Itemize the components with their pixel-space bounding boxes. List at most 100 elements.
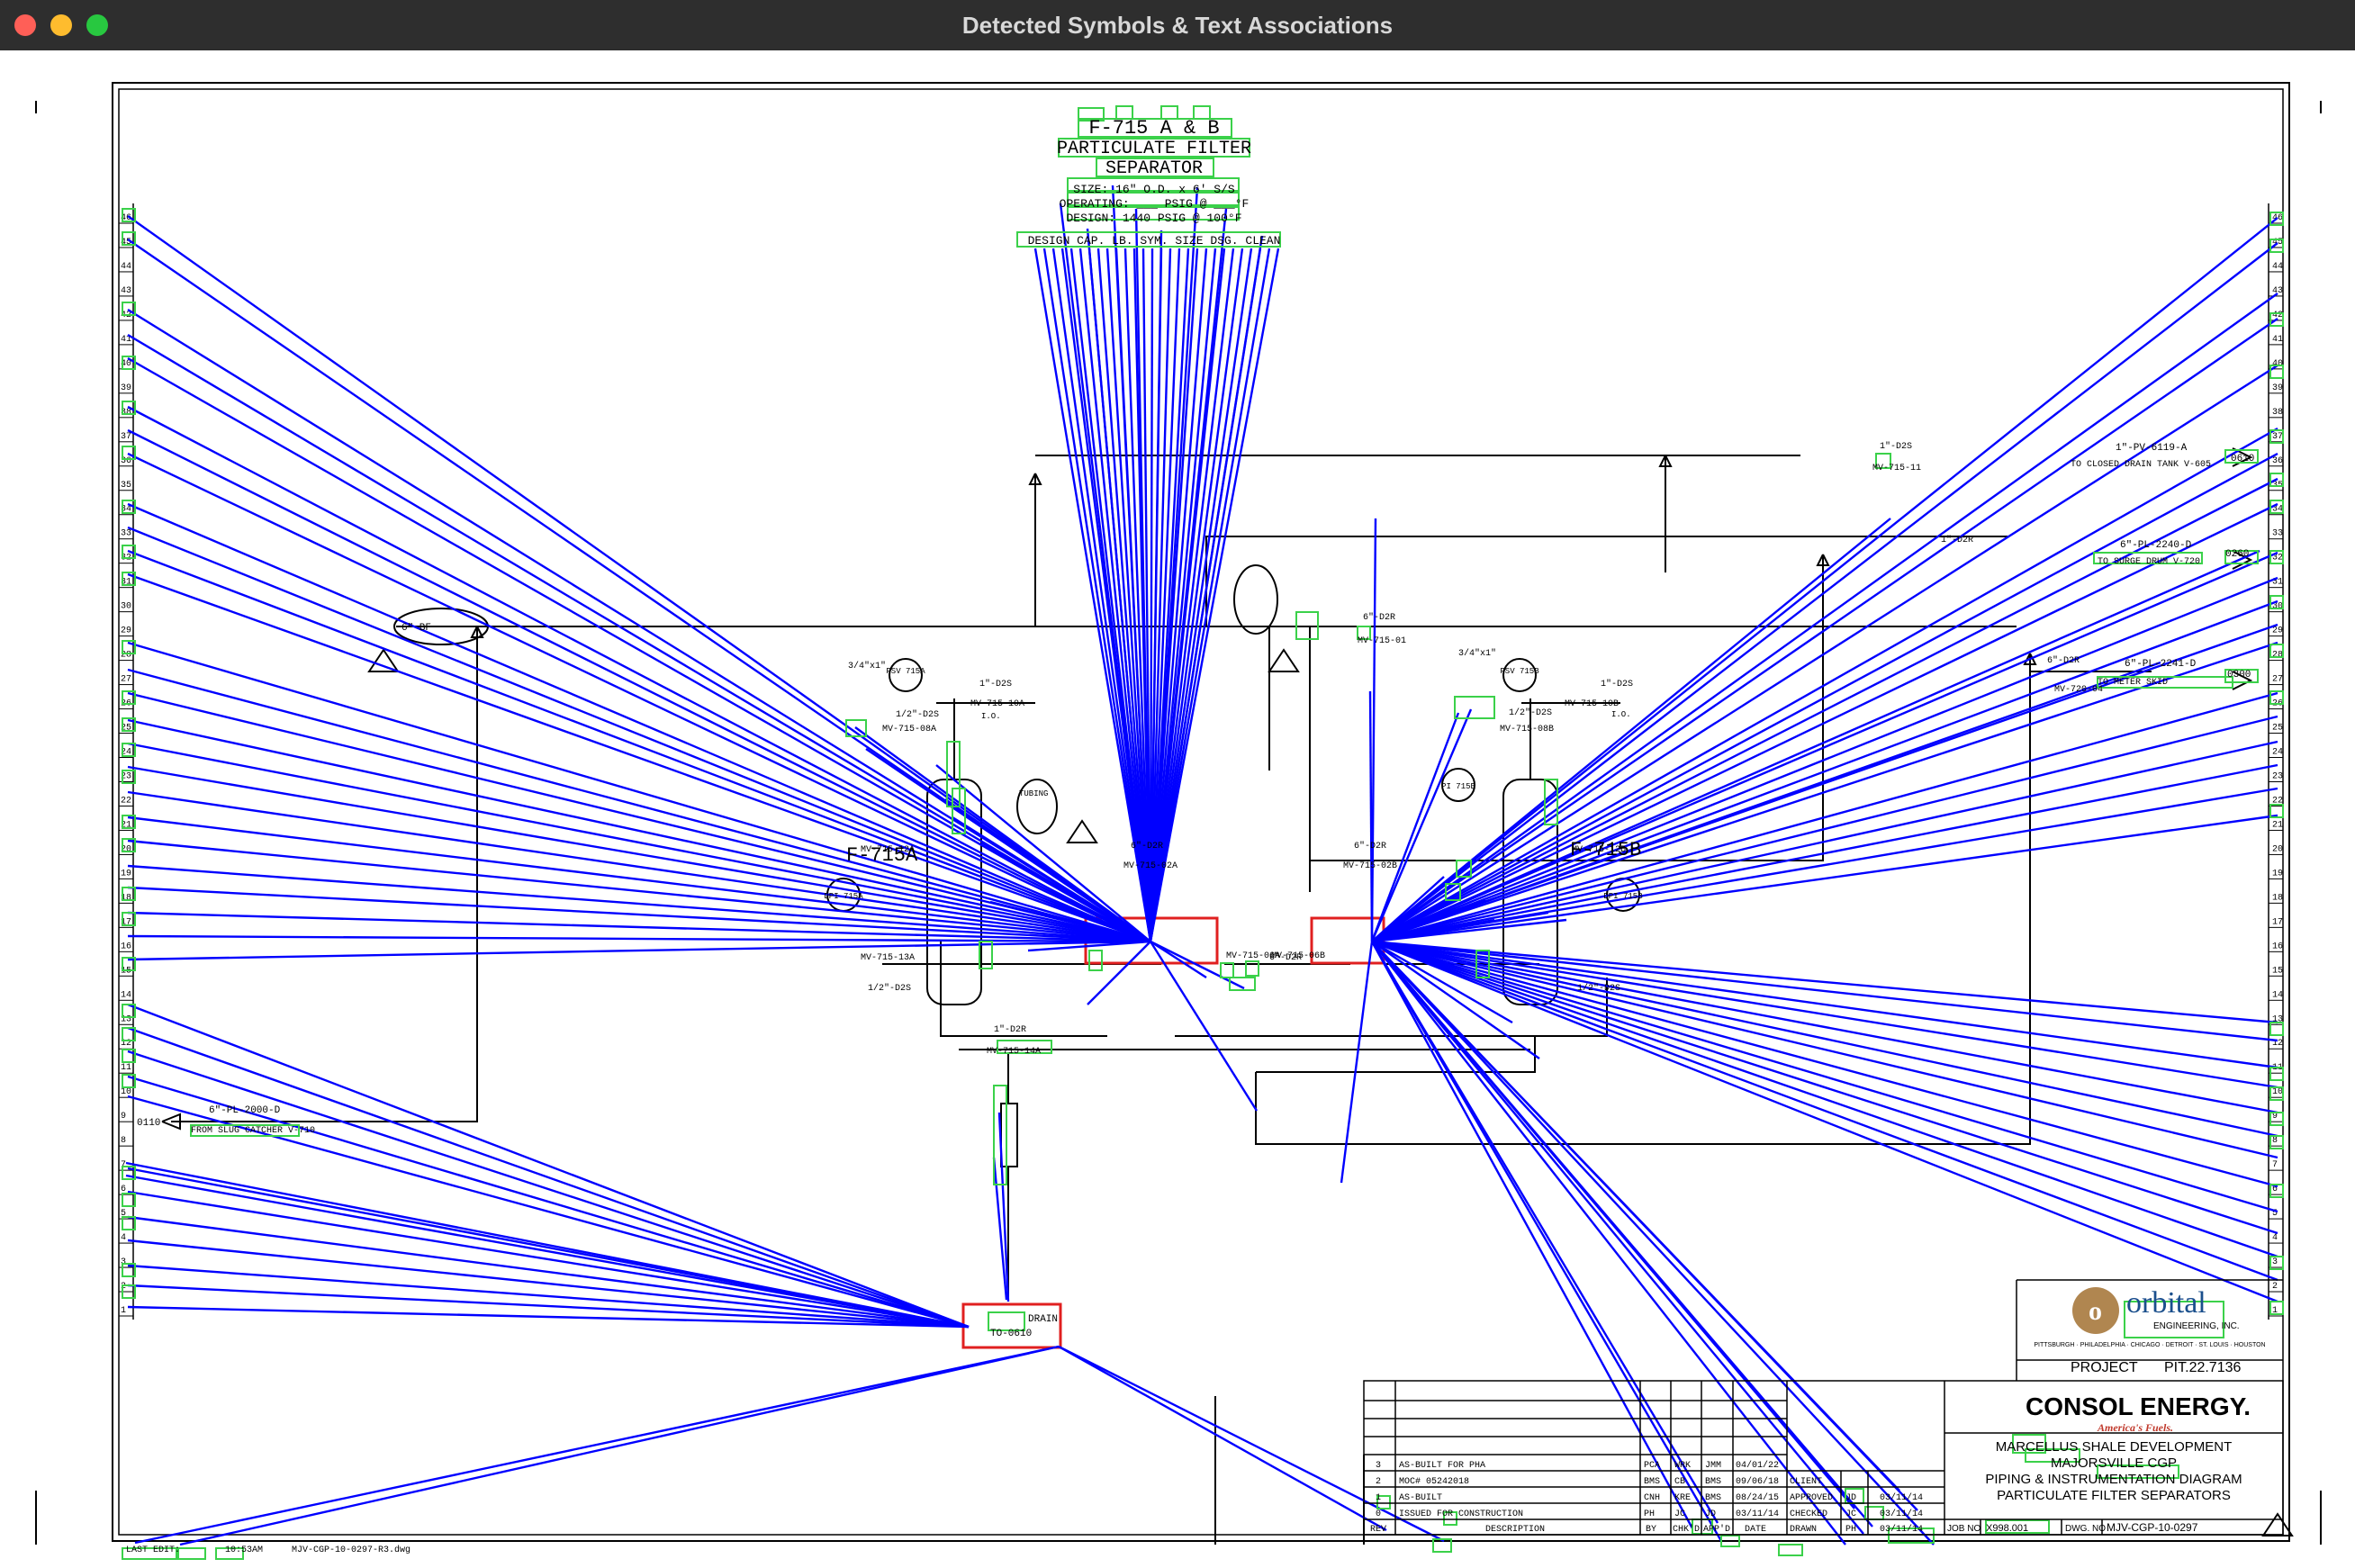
text-detection-box	[1454, 696, 1495, 719]
association-line	[1149, 248, 1154, 942]
association-line	[1123, 248, 1152, 942]
maximize-button[interactable]	[86, 14, 108, 36]
association-line	[127, 1050, 970, 1329]
text-detection-box	[2269, 1184, 2284, 1198]
valve-label-08a: MV-715-08A	[882, 725, 936, 734]
valve-label-02a: MV-715-02A	[1123, 861, 1178, 871]
association-line	[980, 841, 1151, 943]
svg-text:WRK: WRK	[1674, 1461, 1691, 1471]
text-detection-box	[122, 1193, 136, 1207]
valve-label-14a: MV-715-14A	[987, 1047, 1041, 1057]
close-button[interactable]	[14, 14, 36, 36]
row-number-left: 39	[121, 383, 131, 393]
text-detection-box	[2269, 429, 2284, 444]
association-line	[1058, 1345, 1387, 1532]
text-detection-box	[1985, 1519, 2050, 1534]
svg-text:PH: PH	[1845, 1525, 1856, 1535]
row-number-right: 29	[2272, 626, 2283, 636]
text-detection-box	[122, 302, 136, 316]
row-number-right: 23	[2272, 771, 2283, 781]
svg-text:3: 3	[1376, 1461, 1381, 1471]
association-line	[127, 718, 1151, 943]
row-number-right: 44	[2272, 262, 2283, 272]
association-line	[127, 572, 1151, 943]
row-number-left: 19	[121, 869, 131, 879]
text-detection-box	[1016, 231, 1281, 248]
association-line	[1371, 427, 2278, 943]
svg-text:CHECKED: CHECKED	[1790, 1509, 1827, 1519]
association-line	[127, 549, 1151, 943]
size-label-1in-a: 1"-D2S	[979, 679, 1012, 689]
text-detection-box	[2269, 312, 2284, 327]
association-line	[1368, 690, 1374, 942]
svg-text:BY: BY	[1646, 1525, 1656, 1535]
text-detection-box	[1067, 206, 1240, 221]
row-number-left: 43	[121, 286, 131, 296]
association-line	[127, 1215, 970, 1329]
valve-label-11: MV-715-11	[1872, 464, 1921, 473]
dpi-715a: DPI 715A	[824, 892, 863, 901]
association-line	[1371, 599, 2278, 943]
association-line	[1149, 248, 1181, 942]
text-detection-box	[122, 743, 136, 757]
svg-text:PH: PH	[1644, 1509, 1655, 1519]
valve-label-12b: MV-715-12B	[1572, 845, 1626, 855]
association-line	[1371, 477, 2278, 943]
association-line	[1096, 248, 1152, 942]
row-number-left: 10	[121, 1087, 131, 1097]
size-label-half-c: 1/2"-D2S	[868, 983, 911, 994]
association-line	[127, 742, 1151, 943]
row-number-left: 2	[121, 1282, 126, 1292]
association-line	[1371, 576, 2278, 943]
minimize-button[interactable]	[50, 14, 72, 36]
association-line	[1042, 248, 1152, 942]
text-detection-box	[2269, 239, 2284, 253]
association-line	[127, 641, 1151, 943]
text-detection-box	[1078, 107, 1105, 122]
text-detection-box	[122, 640, 136, 654]
svg-text:REV: REV	[1370, 1525, 1386, 1535]
association-line	[1149, 230, 1163, 942]
text-detection-boxes	[122, 105, 2284, 1560]
text-detection-box	[2269, 212, 2284, 226]
text-detection-box	[122, 838, 136, 852]
association-line	[1150, 940, 1245, 990]
text-detection-box	[122, 1216, 136, 1230]
row-number-right: 16	[2272, 942, 2283, 951]
association-line	[1149, 248, 1217, 942]
svg-text:JMM: JMM	[1705, 1461, 1721, 1471]
client-tagline: America's Fuels.	[2097, 1421, 2173, 1434]
size-label-6in-d: 6"-D2R	[1269, 952, 1302, 963]
association-line	[1370, 941, 1694, 1529]
row-number-right: 10	[2272, 1087, 2283, 1097]
svg-text:03/11/14: 03/11/14	[1736, 1509, 1779, 1519]
text-detection-box	[122, 1166, 136, 1180]
association-line	[1149, 248, 1208, 942]
text-detection-box	[2269, 1301, 2284, 1315]
text-detection-box	[1067, 192, 1240, 206]
text-detection-box	[1778, 1544, 1803, 1556]
row-number-left: 21	[121, 820, 131, 830]
association-line	[127, 1264, 970, 1329]
association-line	[1149, 248, 1235, 942]
association-line	[127, 356, 1151, 943]
association-line	[1086, 228, 1152, 942]
association-line	[1087, 941, 1151, 1005]
association-line	[1371, 940, 2278, 1303]
association-line	[127, 886, 1151, 943]
association-line	[125, 1174, 970, 1329]
association-line	[127, 1305, 970, 1329]
association-line	[127, 1239, 970, 1329]
valve-label-10b: MV-715-10B	[1565, 699, 1619, 709]
line-tag-2: 6"-PL-2240-D	[2120, 540, 2192, 551]
row-number-left: 17	[121, 917, 131, 927]
text-detection-box	[993, 1085, 1007, 1185]
row-number-left: 27	[121, 675, 131, 685]
association-line	[1371, 941, 1846, 1545]
svg-text:09/06/18: 09/06/18	[1736, 1476, 1779, 1487]
text-detection-box	[1475, 950, 1490, 978]
